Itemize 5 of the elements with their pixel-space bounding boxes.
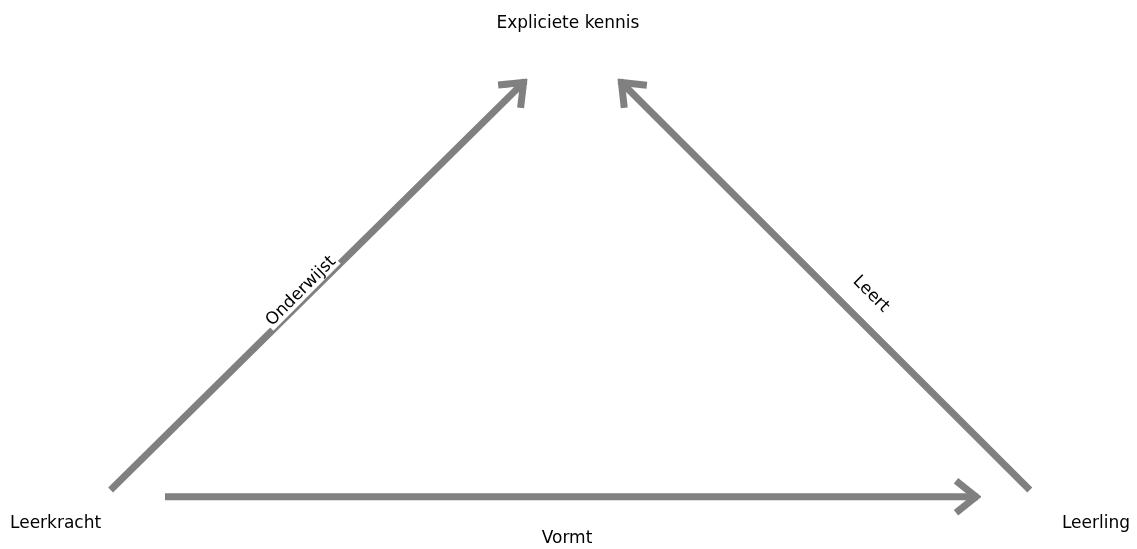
arrow (617, 78, 1033, 493)
node-label: Expliciete kennis (496, 12, 640, 32)
node-label: Leerkracht (10, 512, 102, 532)
node-label: Leerling (1061, 512, 1130, 532)
arrow (108, 78, 528, 493)
